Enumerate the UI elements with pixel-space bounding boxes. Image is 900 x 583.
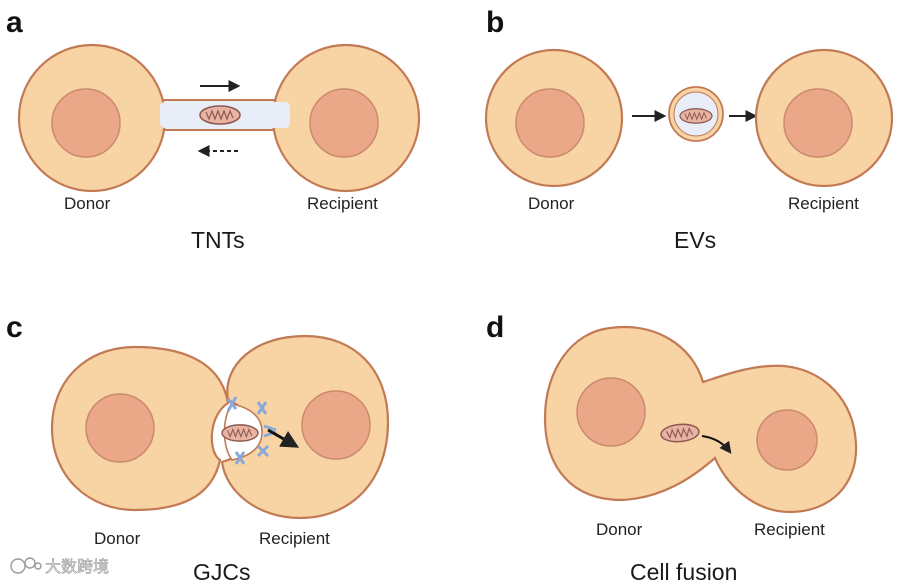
panel-d: d Donor Recipient Cell fusion <box>486 311 858 583</box>
nucleus-icon <box>783 88 853 158</box>
transfer-arrow-icon <box>701 435 732 454</box>
nucleus-icon <box>85 393 155 463</box>
mechanism-label-a: TNTs <box>191 227 245 253</box>
recipient-cell-a <box>271 43 421 193</box>
recipient-label-b: Recipient <box>788 194 859 213</box>
donor-cell-b <box>484 48 624 188</box>
panel-letter-a: a <box>6 6 23 39</box>
panel-c: c Donor Recipient GJCs <box>6 311 390 583</box>
nucleus-icon <box>756 409 818 471</box>
panel-letter-d: d <box>486 311 504 344</box>
mechanism-label-c: GJCs <box>193 559 251 583</box>
panel-letter-b: b <box>486 6 504 39</box>
watermark-logo-icon <box>10 557 42 574</box>
donor-cell-a <box>17 43 167 193</box>
mitochondrion-icon <box>199 105 241 125</box>
donor-label-d: Donor <box>596 520 643 539</box>
nucleus-icon <box>301 390 371 460</box>
recipient-label-c: Recipient <box>259 529 330 548</box>
recipient-cell-b <box>754 48 894 188</box>
nucleus-icon <box>51 88 121 158</box>
nucleus-icon <box>515 88 585 158</box>
recipient-label-a: Recipient <box>307 194 378 213</box>
donor-label-c: Donor <box>94 529 141 548</box>
mitochondrion-icon <box>221 424 259 442</box>
transfer-arrow-icon <box>267 428 300 448</box>
donor-label-a: Donor <box>64 194 111 213</box>
watermark: 大数跨境 <box>10 557 109 576</box>
donor-label-b: Donor <box>528 194 575 213</box>
panel-a: a Donor Recipient TNTs <box>6 6 421 253</box>
watermark-text: 大数跨境 <box>45 557 109 576</box>
mechanism-label-b: EVs <box>674 227 716 253</box>
nucleus-icon <box>309 88 379 158</box>
nucleus-icon <box>576 377 646 447</box>
extracellular-vesicle-icon <box>668 86 724 142</box>
mechanism-label-d: Cell fusion <box>630 559 737 583</box>
connexin-channel-icon <box>226 396 277 465</box>
panel-b: b Donor Recipient EVs <box>484 6 894 253</box>
recipient-label-d: Recipient <box>754 520 825 539</box>
panel-letter-c: c <box>6 311 23 344</box>
